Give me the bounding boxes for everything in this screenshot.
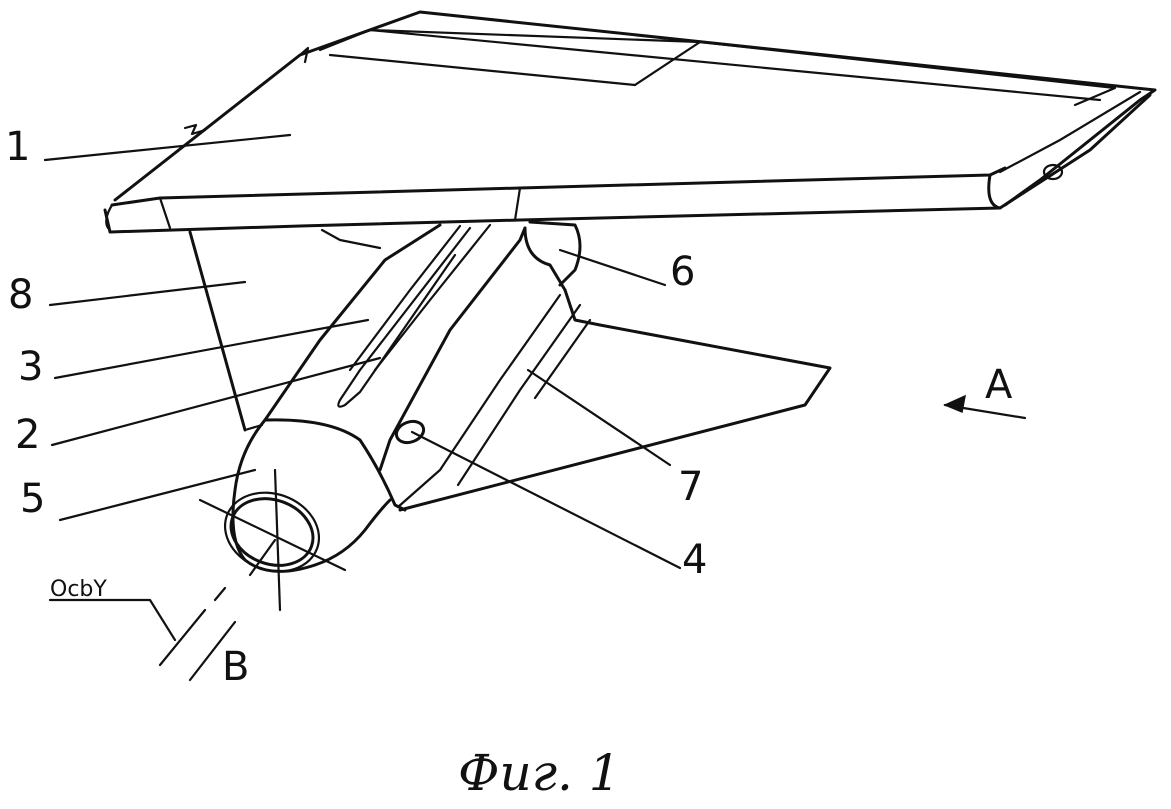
pylon-and-nacelle — [263, 220, 832, 512]
label-axis: OcbY — [50, 577, 107, 602]
leader-lines — [43, 133, 682, 570]
label-1: 1 — [5, 124, 30, 170]
label-2: 2 — [15, 412, 40, 458]
leader-4 — [410, 430, 682, 570]
leader-1 — [43, 133, 292, 162]
leader-3 — [53, 318, 370, 380]
leader-7 — [526, 368, 672, 467]
label-8: 8 — [8, 272, 33, 318]
leader-6 — [558, 248, 667, 287]
engine-inlet — [198, 418, 392, 612]
axis-line — [48, 538, 277, 682]
view-arrow — [943, 394, 1027, 420]
figure-caption: Фиг. 1 — [458, 744, 621, 802]
label-4: 4 — [682, 537, 707, 583]
wing — [103, 10, 1157, 234]
leader-2 — [50, 356, 382, 447]
label-view-a: A — [985, 362, 1013, 408]
label-7: 7 — [678, 464, 703, 510]
label-5: 5 — [20, 476, 45, 522]
leader-5 — [58, 468, 257, 522]
label-6: 6 — [670, 249, 695, 295]
leader-8 — [48, 280, 247, 307]
label-3: 3 — [18, 344, 43, 390]
label-point-b: B — [222, 644, 249, 690]
